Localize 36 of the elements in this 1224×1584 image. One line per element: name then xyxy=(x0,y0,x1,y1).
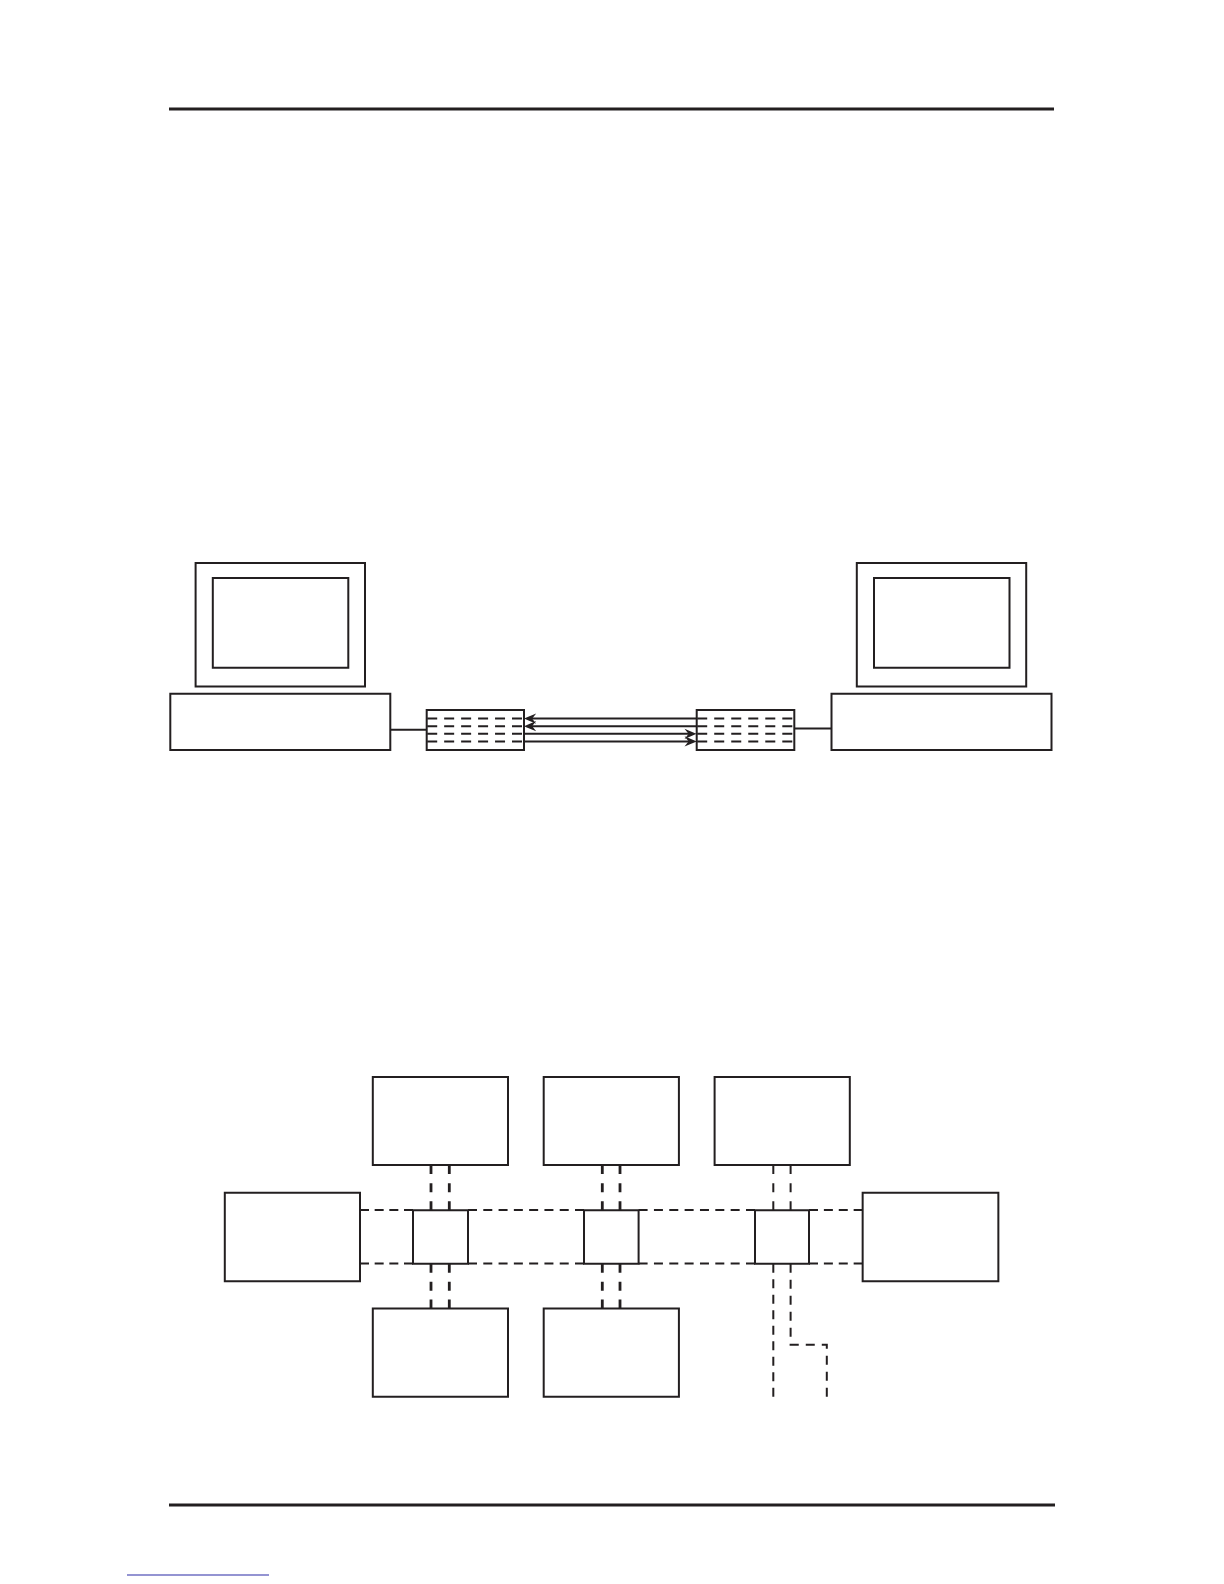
switch-box xyxy=(412,1209,469,1265)
device-box xyxy=(223,1191,361,1283)
dashed-connector xyxy=(467,1262,585,1265)
dashed-connector xyxy=(808,1262,864,1265)
dashed-connector xyxy=(429,1263,433,1309)
connector-line xyxy=(389,728,428,731)
device-box xyxy=(371,1075,509,1167)
dashed-connector xyxy=(429,1165,433,1211)
dashed-connector xyxy=(789,1262,828,1398)
dashed-connector xyxy=(637,1262,756,1265)
computer-drawing xyxy=(169,562,392,751)
device-box xyxy=(542,1075,680,1167)
dashed-connector xyxy=(447,1263,451,1309)
dashed-connector xyxy=(359,1262,414,1265)
dashed-connector xyxy=(600,1263,604,1309)
modem-box xyxy=(695,709,796,751)
dashed-connector xyxy=(467,1209,585,1211)
computer-drawing xyxy=(830,562,1053,751)
switch-box xyxy=(583,1209,640,1265)
dashed-connector xyxy=(600,1165,604,1211)
dashed-connector xyxy=(637,1209,756,1211)
dashed-connector xyxy=(789,1164,792,1212)
device-box xyxy=(713,1075,851,1167)
dashed-connector xyxy=(808,1209,864,1211)
connector-line xyxy=(793,727,833,730)
dashed-connector xyxy=(772,1262,775,1398)
device-box xyxy=(861,1191,1000,1283)
device-box xyxy=(542,1307,680,1398)
dashed-connector xyxy=(359,1209,414,1211)
dashed-connector xyxy=(618,1263,622,1309)
dashed-connector xyxy=(618,1165,622,1211)
dashed-connector xyxy=(772,1164,775,1212)
modem-box xyxy=(425,709,525,751)
dashed-connector xyxy=(447,1165,451,1211)
switch-box xyxy=(754,1209,810,1265)
device-box xyxy=(371,1307,509,1398)
